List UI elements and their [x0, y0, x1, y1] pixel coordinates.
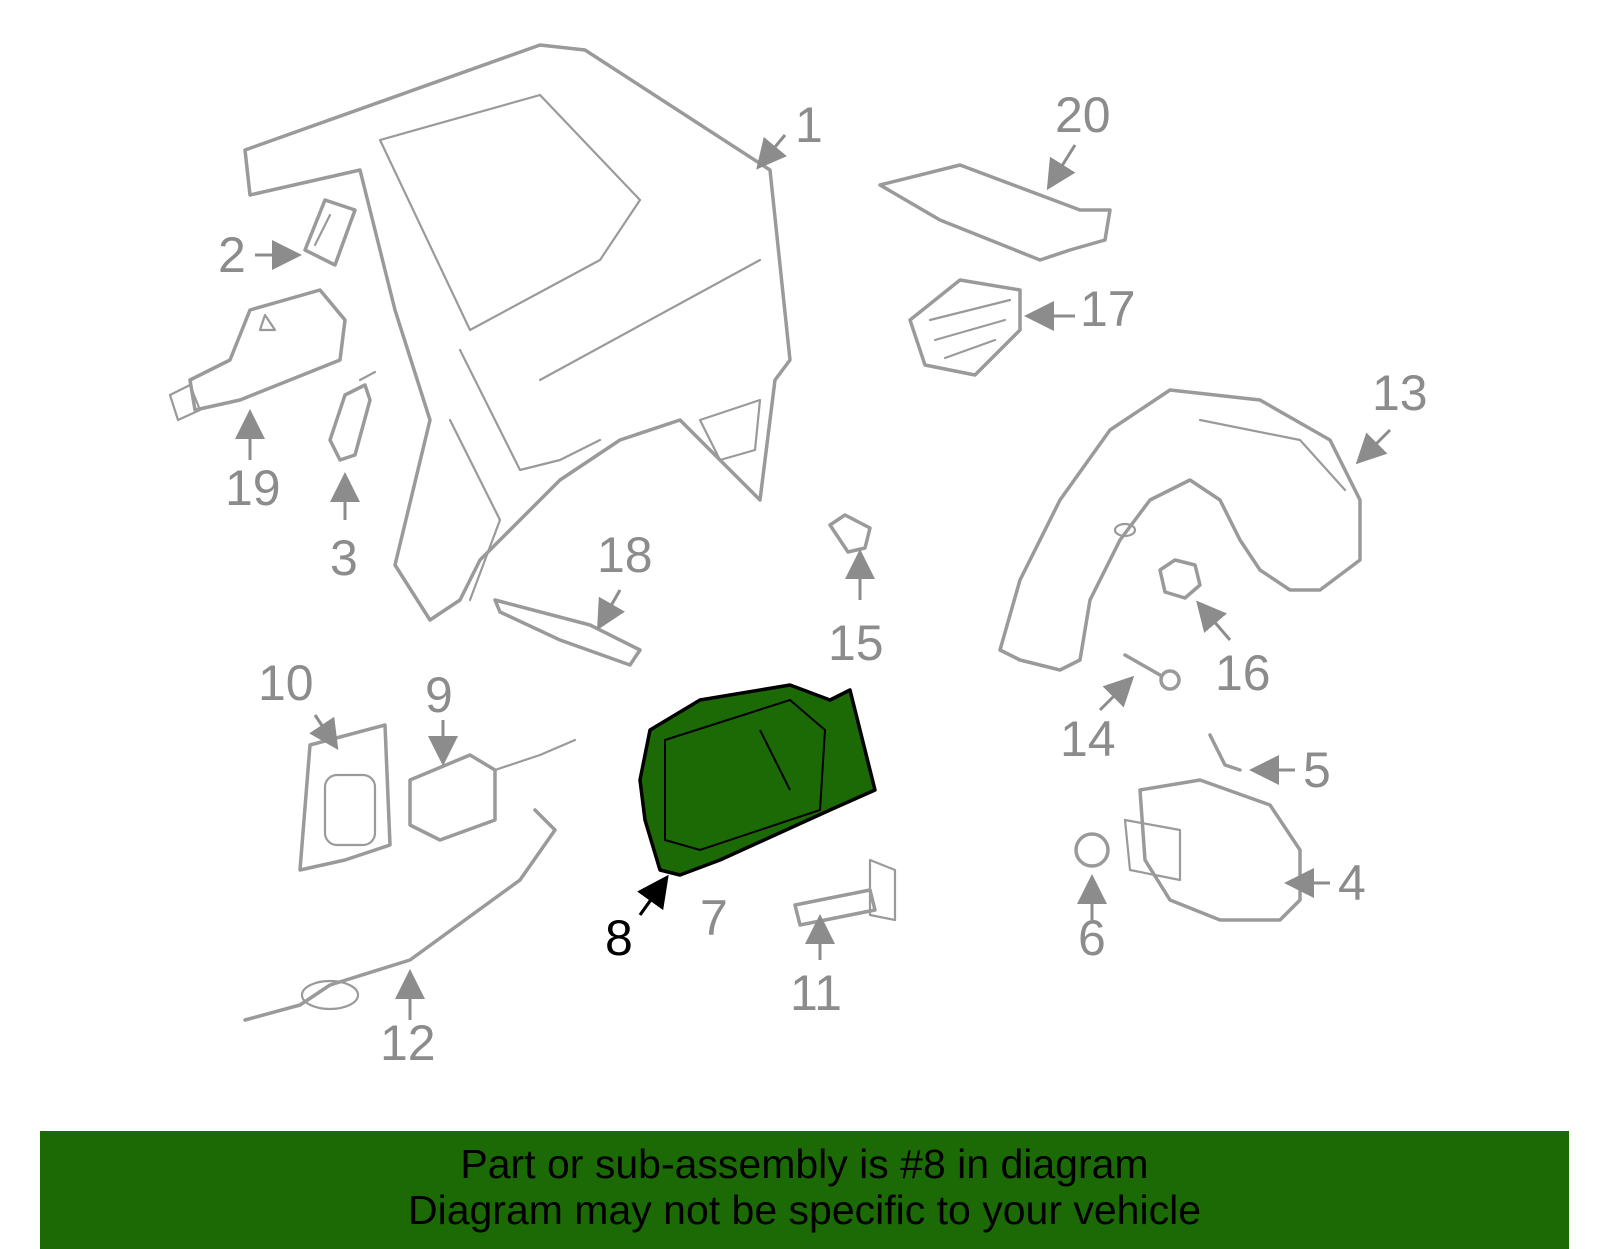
clip-part[interactable] — [828, 513, 872, 554]
callout-16: 16 — [1215, 645, 1271, 701]
callout-10: 10 — [258, 655, 314, 711]
callout-labels: 1 2 3 4 5 6 7 8 9 10 11 12 13 14 15 16 1… — [218, 87, 1428, 1071]
callout-arrows — [235, 134, 1392, 1020]
spring-part[interactable] — [1208, 733, 1242, 772]
callout-4: 4 — [1338, 855, 1366, 911]
callout-6: 6 — [1078, 910, 1106, 966]
callout-20: 20 — [1055, 87, 1111, 143]
trim-pad-part[interactable] — [878, 163, 1112, 262]
screw-part[interactable] — [1123, 653, 1181, 691]
callout-3: 3 — [330, 530, 358, 586]
callout-1: 1 — [795, 97, 823, 153]
callout-11: 11 — [790, 965, 842, 1021]
callout-17: 17 — [1080, 281, 1136, 337]
mounting-plate-part[interactable] — [298, 723, 392, 872]
bumper-part[interactable] — [1074, 832, 1110, 868]
footer-line-part-number: Part or sub-assembly is #8 in diagram — [460, 1141, 1149, 1187]
footer-line-disclaimer: Diagram may not be specific to your vehi… — [407, 1187, 1201, 1233]
bracket-part[interactable] — [303, 198, 357, 267]
callout-9: 9 — [425, 667, 453, 723]
callout-7: 7 — [700, 890, 728, 946]
callout-15: 15 — [828, 615, 884, 671]
nut-part[interactable] — [1158, 558, 1202, 600]
footer-banner: Part or sub-assembly is #8 in diagram Di… — [40, 1131, 1569, 1249]
callout-2: 2 — [218, 227, 246, 283]
latch-part[interactable] — [328, 370, 377, 462]
control-module-part[interactable] — [408, 738, 577, 842]
callout-5: 5 — [1303, 742, 1331, 798]
wheelhouse-liner-part[interactable] — [998, 388, 1362, 672]
quarter-panel-part[interactable] — [243, 43, 792, 622]
callout-14: 14 — [1060, 711, 1116, 767]
sill-trim-part[interactable] — [493, 598, 642, 667]
vent-part[interactable] — [908, 278, 1022, 377]
fuel-door-part[interactable] — [1123, 778, 1302, 922]
callout-13: 13 — [1372, 365, 1428, 421]
callout-12: 12 — [380, 1015, 436, 1071]
callout-18: 18 — [597, 527, 653, 583]
filler-neck-part[interactable] — [168, 288, 347, 422]
parts-diagram: 1 2 3 4 5 6 7 8 9 10 11 12 13 14 15 16 1… — [168, 43, 1428, 1071]
hinge-pin-part[interactable] — [793, 858, 897, 927]
callout-19: 19 — [225, 460, 281, 516]
release-cable-part[interactable] — [243, 808, 557, 1022]
callout-8: 8 — [605, 910, 633, 966]
fuel-door-housing-part[interactable] — [638, 683, 877, 877]
